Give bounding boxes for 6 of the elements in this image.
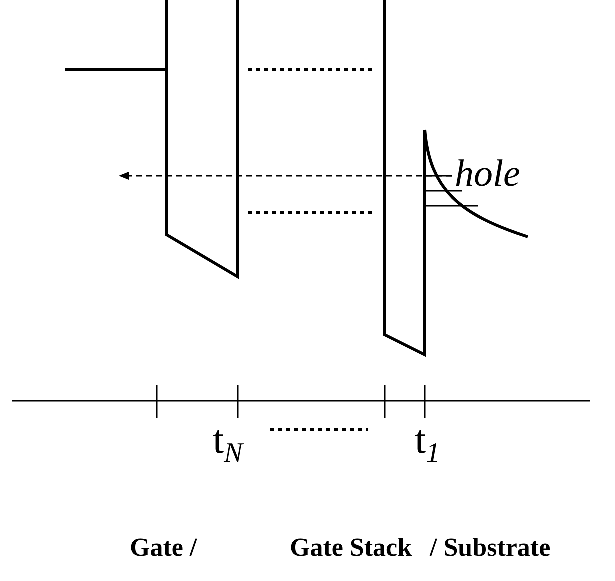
thickness-label: t$_{1}$ — [415, 420, 440, 468]
region-label: / Substrate — [430, 535, 551, 561]
region-label: Gate / — [130, 535, 198, 561]
thickness-label: t$_{N}$ — [213, 420, 243, 468]
hole-label: hole — [455, 155, 520, 193]
region-label: Gate Stack — [290, 535, 412, 561]
